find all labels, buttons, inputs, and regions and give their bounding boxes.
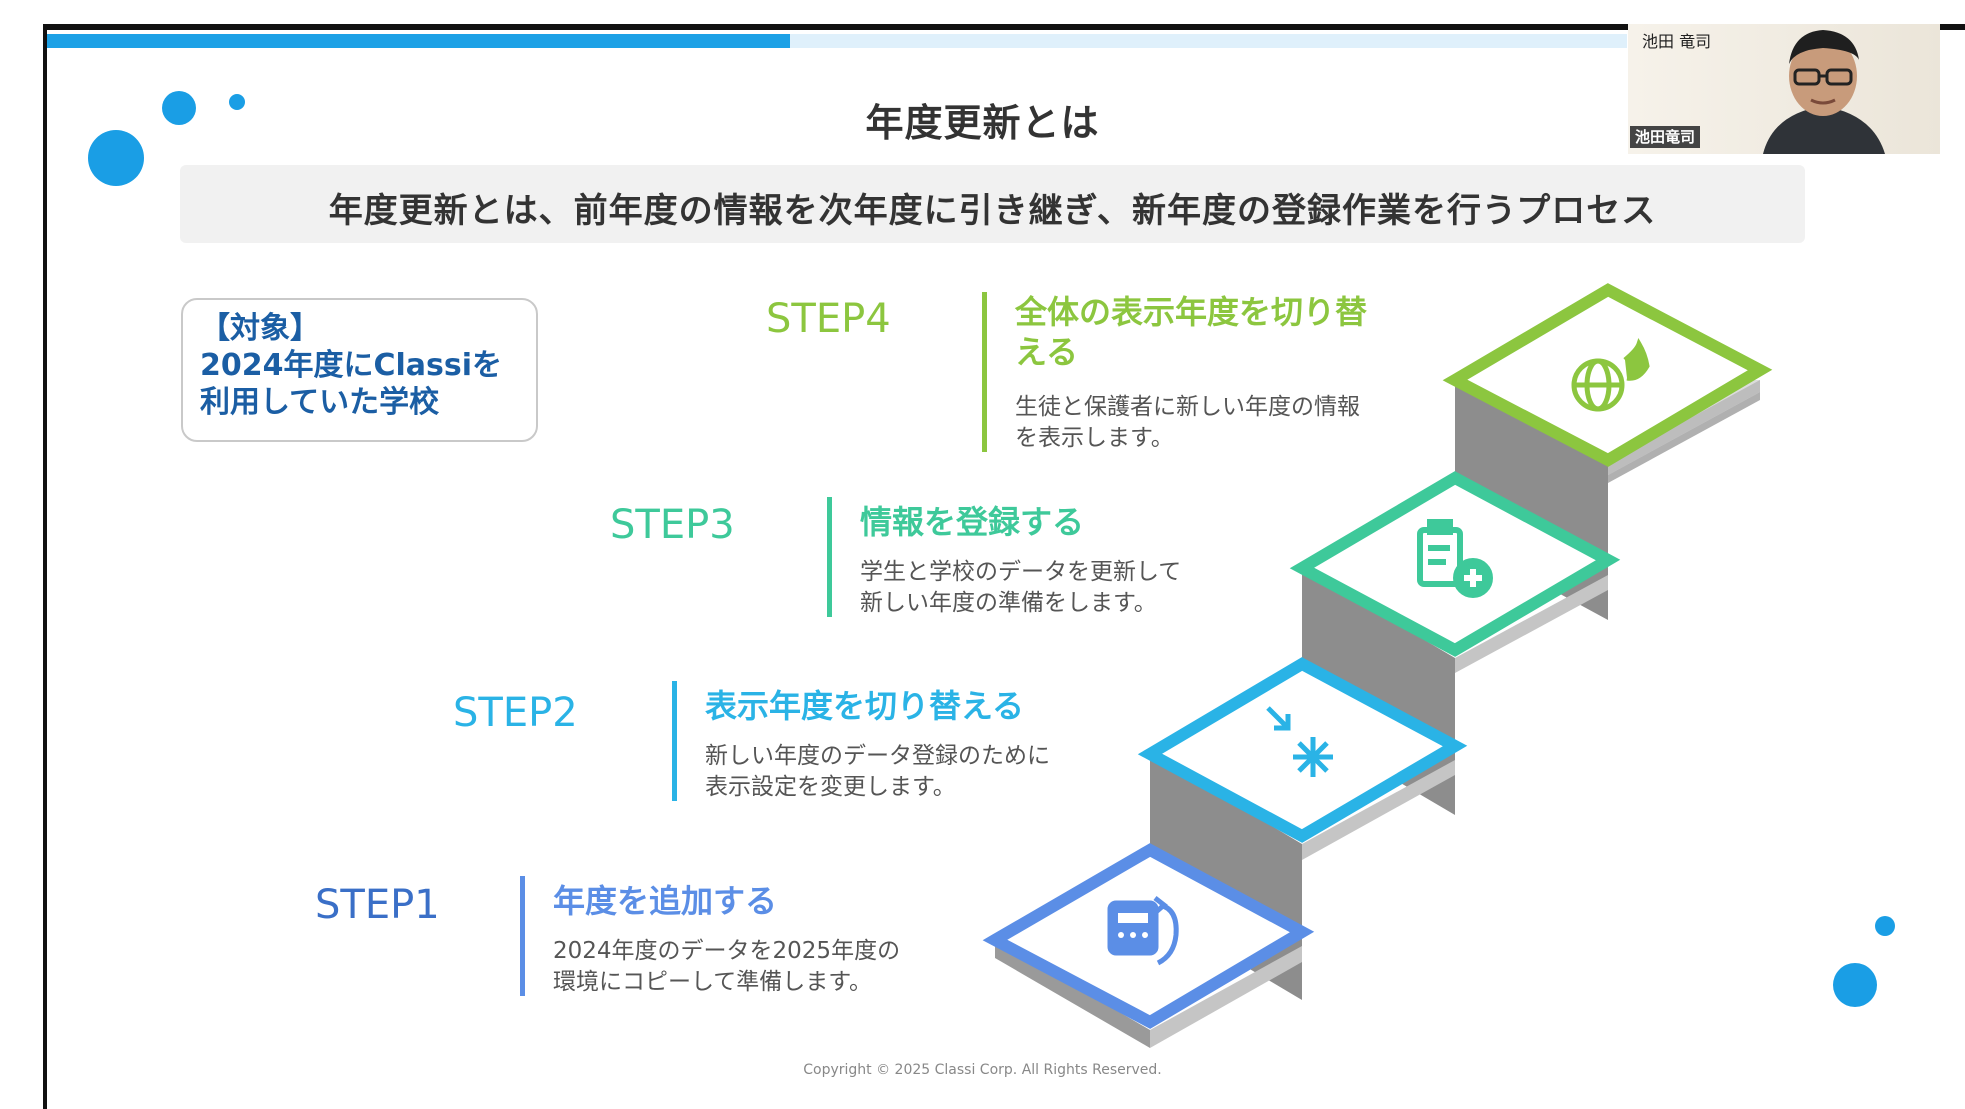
step4-desc-line2: を表示します。 xyxy=(1015,425,1174,451)
step3-desc-line2: 新しい年度の準備をします。 xyxy=(860,590,1157,616)
step3-desc-line1: 学生と学校のデータを更新して xyxy=(860,559,1182,585)
step3-title: 情報を登録する xyxy=(860,503,1085,541)
step3-label: STEP3 xyxy=(610,502,735,548)
window-top-frame xyxy=(0,0,1965,24)
definition-banner xyxy=(180,165,1805,243)
decor-dot-medium-right xyxy=(1833,963,1877,1007)
step1-desc-line1: 2024年度のデータを2025年度の xyxy=(553,938,901,964)
step4-title-line1: 全体の表示年度を切り替 xyxy=(1015,293,1368,331)
target-line-3: 利用していた学校 xyxy=(200,385,440,420)
decor-dot-small-right xyxy=(1875,916,1895,936)
step4-title: 全体の表示年度を切り替 える xyxy=(1015,292,1367,372)
step1-divider xyxy=(520,876,525,996)
target-heading: 【対象】 xyxy=(200,311,320,346)
presenter-avatar xyxy=(1763,30,1885,154)
step4-label: STEP4 xyxy=(766,296,891,342)
clipboard-add-icon xyxy=(1417,519,1493,598)
decor-dot-small xyxy=(229,94,245,110)
screen-share-top-border xyxy=(43,24,1965,30)
staircase-illustration xyxy=(982,283,1773,1048)
step2-title: 表示年度を切り替える xyxy=(705,687,1025,725)
decor-dot-large xyxy=(88,130,144,186)
step2-desc-line2: 表示設定を変更します。 xyxy=(705,774,956,800)
decor-dot-medium xyxy=(162,91,196,125)
slide-title: 年度更新とは xyxy=(865,101,1100,145)
presenter-webcam: 池田 竜司 池田竜司 xyxy=(1628,24,1940,154)
copyright-text: Copyright © 2025 Classi Corp. All Rights… xyxy=(803,1062,1162,1078)
webcam-name-card: 池田 竜司 xyxy=(1642,32,1712,51)
target-line-2: 2024年度にClassiを xyxy=(200,348,503,383)
step4-description: 生徒と保護者に新しい年度の情報 を表示します。 xyxy=(1015,392,1360,454)
slide-progress-fill xyxy=(47,34,790,48)
step4-title-line2: える xyxy=(1015,333,1079,371)
step4-desc-line1: 生徒と保護者に新しい年度の情報 xyxy=(1015,394,1360,420)
step3-description: 学生と学校のデータを更新して 新しい年度の準備をします。 xyxy=(860,557,1181,619)
definition-banner-text: 年度更新とは、前年度の情報を次年度に引き継ぎ、新年度の登録作業を行うプロセス xyxy=(328,191,1657,231)
step2-description: 新しい年度のデータ登録のために 表示設定を変更します。 xyxy=(705,741,1050,803)
target-text: 【対象】 2024年度にClassiを 利用していた学校 xyxy=(200,310,502,421)
click-cursor-icon xyxy=(1266,706,1333,777)
webcam-name-tag: 池田竜司 xyxy=(1630,126,1700,148)
step3-divider xyxy=(827,497,832,617)
globe-icon xyxy=(1571,338,1650,412)
step2-label: STEP2 xyxy=(453,690,578,736)
calendar-copy-icon xyxy=(1107,896,1179,966)
step2-divider xyxy=(672,681,677,801)
step4-divider xyxy=(982,292,987,452)
target-box xyxy=(181,298,538,442)
step1-desc-line2: 環境にコピーして準備します。 xyxy=(553,969,873,995)
step1-description: 2024年度のデータを2025年度の 環境にコピーして準備します。 xyxy=(553,936,900,998)
screen-share-left-border xyxy=(43,24,47,1109)
step1-label: STEP1 xyxy=(315,882,440,928)
step2-desc-line1: 新しい年度のデータ登録のために xyxy=(705,743,1050,769)
step1-title: 年度を追加する xyxy=(553,882,778,920)
